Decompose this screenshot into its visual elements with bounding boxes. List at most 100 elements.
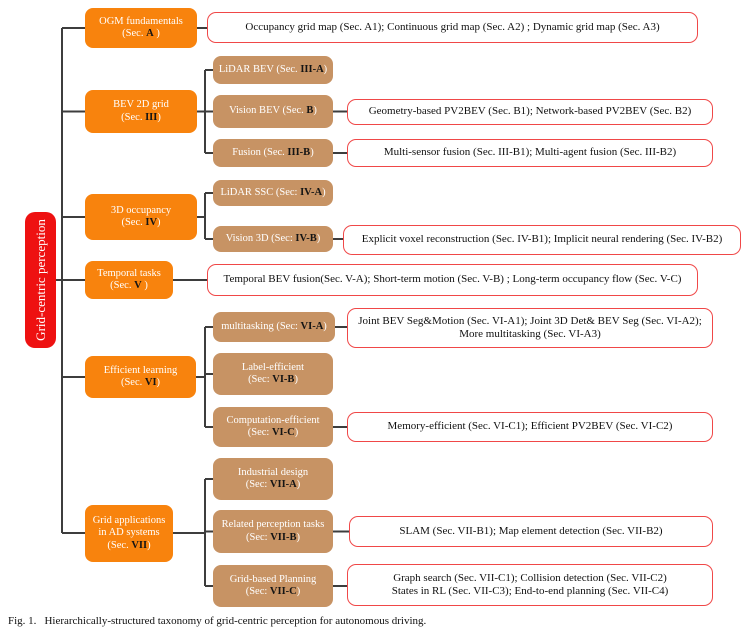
leaf-text: SLAM (Sec. VII-B1); Map element detectio… <box>399 524 663 537</box>
sec-pre: (Sec. <box>120 377 145 388</box>
node-section-line: (Sec. III) <box>85 112 197 125</box>
sec-pre: (Sec: <box>245 586 270 597</box>
node-vision-bev: Vision BEV (Sec. B) <box>213 95 333 128</box>
sec-pre: (Sec: <box>248 374 273 385</box>
sec-pre: Vision BEV (Sec. <box>229 105 307 117</box>
node-industrial-design: Industrial design (Sec: VII-A) <box>213 458 333 500</box>
leaf-text: Geometry-based PV2BEV (Sec. B1); Network… <box>368 105 692 118</box>
node-section-line: LiDAR SSC (Sec: IV-A) <box>213 187 333 200</box>
sec-post: ) <box>294 374 298 385</box>
node-title: BEV 2D grid <box>113 99 169 110</box>
node-section-line: Vision 3D (Sec: IV-B) <box>213 233 333 246</box>
node-grid-applications: Grid applications in AD systems (Sec. VI… <box>85 505 173 562</box>
sec-ref: VI-B <box>272 374 295 385</box>
leaf-ogm-fundamentals: Occupancy grid map (Sec. A1); Continuous… <box>207 12 698 43</box>
sec-ref: IV-B <box>295 232 317 244</box>
node-section-line: (Sec: VII-B) <box>213 532 333 545</box>
sec-ref: IV <box>145 217 158 228</box>
node-title: Temporal tasks <box>97 267 161 279</box>
node-title: Industrial design <box>237 466 309 478</box>
sec-ref: VII-C <box>269 586 297 597</box>
sec-post: ) <box>141 280 148 291</box>
leaf-related-perception: SLAM (Sec. VII-B1); Map element detectio… <box>349 516 713 547</box>
sec-pre: multitasking (Sec: <box>221 320 301 332</box>
sec-post: ) <box>296 479 301 490</box>
node-computation-efficient: Computation-efficient (Sec: VI-C) <box>213 407 333 447</box>
node-section-line: (Sec. VII) <box>85 540 173 553</box>
leaf-vision-3d: Explicit voxel reconstruction (Sec. IV-B… <box>343 225 741 255</box>
node-section-line: (Sec: VII-C) <box>213 586 333 599</box>
node-section-line: multitasking (Sec: VI-A) <box>213 321 335 334</box>
sec-pre: (Sec. <box>107 539 132 551</box>
leaf-computation-efficient: Memory-efficient (Sec. VI-C1); Efficient… <box>347 412 713 442</box>
node-title-line2: in AD systems <box>98 527 160 539</box>
sec-ref: VII-A <box>269 479 297 490</box>
sec-post: ) <box>157 111 161 123</box>
sec-pre: (Sec: <box>246 531 271 543</box>
sec-post: ) <box>157 217 161 228</box>
sec-post: ) <box>323 63 328 75</box>
sec-pre: (Sec. <box>121 111 146 123</box>
leaf-multitasking: Joint BEV Seg&Motion (Sec. VI-A1); Joint… <box>347 308 713 348</box>
sec-post: ) <box>147 539 151 551</box>
node-grid-based-planning: Grid-based Planning (Sec: VII-C) <box>213 565 333 607</box>
leaf-text: Temporal BEV fusion(Sec. V-A); Short-ter… <box>223 273 682 286</box>
node-bev-2d-grid: BEV 2D grid (Sec. III) <box>85 90 197 133</box>
sec-ref: III <box>145 111 158 123</box>
root-node-grid-centric-perception: Grid-centric perception <box>25 212 56 348</box>
sec-ref: VII-B <box>270 531 297 543</box>
sec-ref: VI <box>144 377 157 388</box>
sec-pre: Fusion (Sec. <box>232 146 288 158</box>
node-section-line: (Sec: VI-B) <box>213 374 333 387</box>
leaf-vision-bev: Geometry-based PV2BEV (Sec. B1); Network… <box>347 99 713 125</box>
node-title: Grid-based Planning <box>229 573 317 585</box>
node-title: Computation-efficient <box>226 414 320 426</box>
node-section-line: Vision BEV (Sec. B) <box>213 105 333 118</box>
node-related-perception-tasks: Related perception tasks (Sec: VII-B) <box>213 510 333 553</box>
sec-post: ) <box>296 586 301 597</box>
sec-pre: (Sec: <box>247 427 272 438</box>
node-fusion: Fusion (Sec. III-B) <box>213 139 333 167</box>
sec-post: ) <box>322 186 326 198</box>
sec-pre: LiDAR BEV (Sec. <box>218 63 301 75</box>
node-section-line: (Sec. V ) <box>85 280 173 293</box>
sec-post: ) <box>156 377 161 388</box>
node-title: 3D occupancy <box>110 204 172 216</box>
leaf-text: Multi-sensor fusion (Sec. III-B1); Multi… <box>383 146 677 159</box>
sec-ref: V <box>134 280 142 291</box>
sec-ref: A <box>146 28 154 39</box>
node-ogm-fundamentals: OGM fundamentals (Sec. A ) <box>85 8 197 48</box>
leaf-text-line1: Graph search (Sec. VII-C1); Collision de… <box>393 571 667 584</box>
sec-post: ) <box>294 427 299 438</box>
sec-pre: (Sec. <box>110 280 135 291</box>
leaf-text: Joint BEV Seg&Motion (Sec. VI-A1); Joint… <box>358 314 702 341</box>
sec-pre: Vision 3D (Sec: <box>225 232 296 244</box>
node-section-line: (Sec: VII-A) <box>213 479 333 492</box>
node-section-line: (Sec. VI) <box>85 377 196 390</box>
root-label: Grid-centric perception <box>32 219 48 341</box>
node-section-line: LiDAR BEV (Sec. III-A) <box>213 64 333 77</box>
sec-pre: (Sec: <box>245 479 270 490</box>
sec-ref: IV-A <box>300 186 323 198</box>
sec-pre: (Sec. <box>122 28 147 39</box>
node-title: Related perception tasks <box>221 519 325 530</box>
sec-pre: (Sec. <box>121 217 146 228</box>
sec-post: ) <box>316 232 321 244</box>
node-section-line: (Sec. A ) <box>85 28 197 41</box>
sec-pre: LiDAR SSC (Sec: <box>220 186 301 198</box>
leaf-text: Explicit voxel reconstruction (Sec. IV-B… <box>361 233 723 246</box>
node-title: Grid applications <box>92 514 166 526</box>
sec-ref: III-B <box>287 146 311 158</box>
node-efficient-learning: Efficient learning (Sec. VI) <box>85 356 196 398</box>
node-section-line: (Sec. IV) <box>85 217 197 230</box>
sec-post: ) <box>323 320 327 332</box>
node-lidar-bev: LiDAR BEV (Sec. III-A) <box>213 56 333 84</box>
node-temporal-tasks: Temporal tasks (Sec. V ) <box>85 261 173 299</box>
node-multitasking: multitasking (Sec: VI-A) <box>213 312 335 342</box>
node-vision-3d: Vision 3D (Sec: IV-B) <box>213 226 333 252</box>
sec-ref: VI-A <box>300 320 324 332</box>
sec-post: ) <box>296 531 300 543</box>
leaf-text: Memory-efficient (Sec. VI-C1); Efficient… <box>387 420 673 433</box>
sec-post: ) <box>313 105 317 117</box>
